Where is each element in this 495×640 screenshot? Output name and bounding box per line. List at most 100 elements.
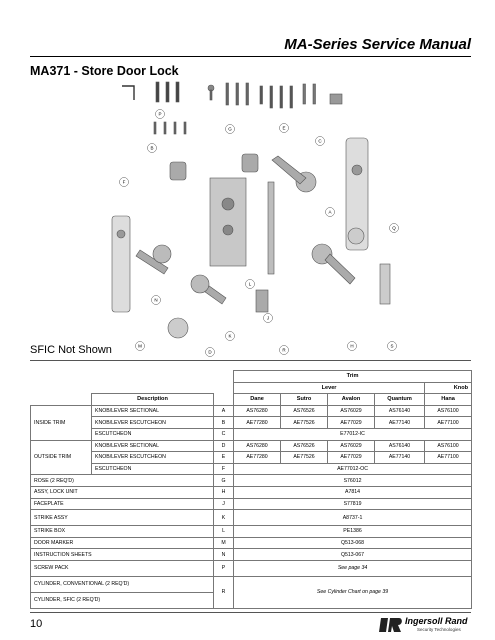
section-title: MA371 - Store Door Lock (30, 64, 179, 78)
row-code: K (212, 509, 235, 527)
row-code: G (212, 474, 235, 487)
column-header-row: Description Dane Sutro Avalon Quantum Ha… (31, 393, 473, 406)
part-cell: Q513-068 (233, 536, 473, 550)
row-desc: SCREW PACK (30, 559, 214, 577)
callout-label: L (249, 282, 252, 287)
callout-label: K (228, 334, 231, 339)
part-cell: AE77100 (424, 451, 473, 464)
callout-label: H (350, 344, 353, 349)
table-row: DOOR MARKER M Q513-068 (30, 536, 473, 550)
callout-label: J (267, 316, 269, 321)
page-number: 10 (30, 618, 43, 630)
row-code: D (212, 439, 235, 453)
row-code: R (212, 575, 235, 609)
col-header: Dane (233, 393, 282, 406)
row-code: B (212, 416, 235, 429)
callout-label: Q (392, 226, 396, 231)
row-desc: STRIKE ASSY (30, 509, 214, 527)
part-cell: See page 34 (233, 559, 473, 577)
footer-rule (30, 612, 471, 613)
part-cell: AS76140 (374, 404, 426, 418)
table-row: CYLINDER, CONVENTIONAL (2 REQ'D) R See C… (30, 575, 473, 609)
col-header: Hana (424, 393, 473, 406)
col-header: Avalon (327, 393, 376, 406)
table-row: OUTSIDE TRIM KNOB/LEVER SECTIONAL D AS76… (30, 439, 473, 476)
ingersoll-rand-logo: Ingersoll Rand Security Technologies (379, 614, 471, 636)
part-cell: AS76526 (280, 404, 329, 418)
callout-label: E (282, 126, 285, 131)
manual-title: MA-Series Service Manual (284, 36, 471, 53)
part-cell: AS76029 (327, 439, 376, 453)
part-cell: Q513-067 (233, 548, 473, 561)
part-cell: AE77526 (280, 416, 329, 429)
row-desc: ROSE (2 REQ'D) (30, 474, 214, 487)
callout-label: M (138, 344, 142, 349)
part-cell: AS76029 (327, 404, 376, 418)
callout-label: P (158, 112, 161, 117)
part-cell: PE1386 (233, 525, 473, 538)
row-code: C (212, 427, 235, 441)
part-cell: AS76280 (233, 404, 282, 418)
table-row: KNOB/LEVER ESCUTCHEON B AE77280 AE77526 … (31, 416, 473, 429)
row-desc: CYLINDER, CONVENTIONAL (2 REQ'D) (30, 575, 214, 593)
part-cell: AE77029 (327, 416, 376, 429)
callout-label: G (228, 127, 232, 132)
row-code: P (212, 559, 235, 577)
part-cell: AS76100 (424, 439, 473, 453)
sfic-note: SFIC Not Shown (30, 344, 112, 356)
part-cell: AS76100 (424, 404, 473, 418)
table-row: STRIKE ASSY K A8737-1 (30, 509, 473, 527)
table-row: ESCUTCHEON C E77012-IC (31, 427, 473, 441)
row-desc: DOOR MARKER (30, 536, 214, 550)
lever-header: Lever (233, 381, 426, 395)
row-code: A (212, 404, 235, 418)
part-cell: AE77526 (280, 451, 329, 464)
table-row: ASSY, LOCK UNIT H A7814 (30, 485, 473, 499)
part-cell: A7814 (233, 485, 473, 499)
row-desc: CYLINDER, SFIC (2 REQ'D) (30, 591, 214, 609)
table-row: ROSE (2 REQ'D) G S76012 (30, 474, 473, 487)
part-cell: AE77280 (233, 451, 282, 464)
trim-header: Trim (233, 370, 473, 383)
row-desc: ESCUTCHEON (91, 427, 214, 441)
col-header: Sutro (280, 393, 329, 406)
table-row: FACEPLATE J S77819 (30, 497, 473, 511)
row-desc: KNOB/LEVER SECTIONAL (91, 404, 214, 418)
exploded-parts-diagram: P G E C B F A Q L N J K M D R H S (111, 81, 399, 357)
table-row: INSIDE TRIM KNOB/LEVER SECTIONAL A AS762… (30, 404, 473, 441)
row-desc: ASSY, LOCK UNIT (30, 485, 214, 499)
header-rule (30, 56, 471, 57)
row-desc: ESCUTCHEON (91, 462, 214, 476)
callout-label: D (208, 350, 212, 355)
part-cell: S77819 (233, 497, 473, 511)
row-desc: INSTRUCTION SHEETS (30, 548, 214, 561)
callout-label: R (282, 348, 286, 353)
ir-logo-icon (379, 618, 402, 632)
logo-name: Ingersoll Rand (405, 616, 468, 626)
table-row: CYLINDER, SFIC (2 REQ'D) (30, 591, 472, 609)
row-code: H (212, 485, 235, 499)
callout-label: B (150, 146, 153, 151)
table-row: ESCUTCHEON F AE77012-OC (31, 462, 473, 476)
callout-label: F (123, 180, 126, 185)
part-cell: AE77140 (374, 451, 426, 464)
outside-trim-label: OUTSIDE TRIM (30, 439, 92, 476)
part-cell: AS76526 (280, 439, 329, 453)
parts-table: Trim Lever Knob Description Dane Sutro A… (30, 370, 473, 609)
logo-tagline: Security Technologies (417, 627, 461, 632)
callout-label: A (328, 210, 331, 215)
callout-label: N (154, 298, 157, 303)
row-code: E (212, 451, 235, 464)
callout-label: S (390, 344, 393, 349)
part-cell: AS76280 (233, 439, 282, 453)
part-cell: AE77012-OC (233, 462, 473, 476)
row-code: J (212, 497, 235, 511)
section-rule (30, 360, 471, 361)
inside-trim-label: INSIDE TRIM (30, 404, 92, 441)
row-code: N (212, 548, 235, 561)
col-header: Quantum (374, 393, 426, 406)
row-code: F (212, 462, 235, 476)
description-header: Description (91, 393, 214, 406)
part-cell: AE77280 (233, 416, 282, 429)
table-row: SCREW PACK P See page 34 (30, 559, 473, 577)
